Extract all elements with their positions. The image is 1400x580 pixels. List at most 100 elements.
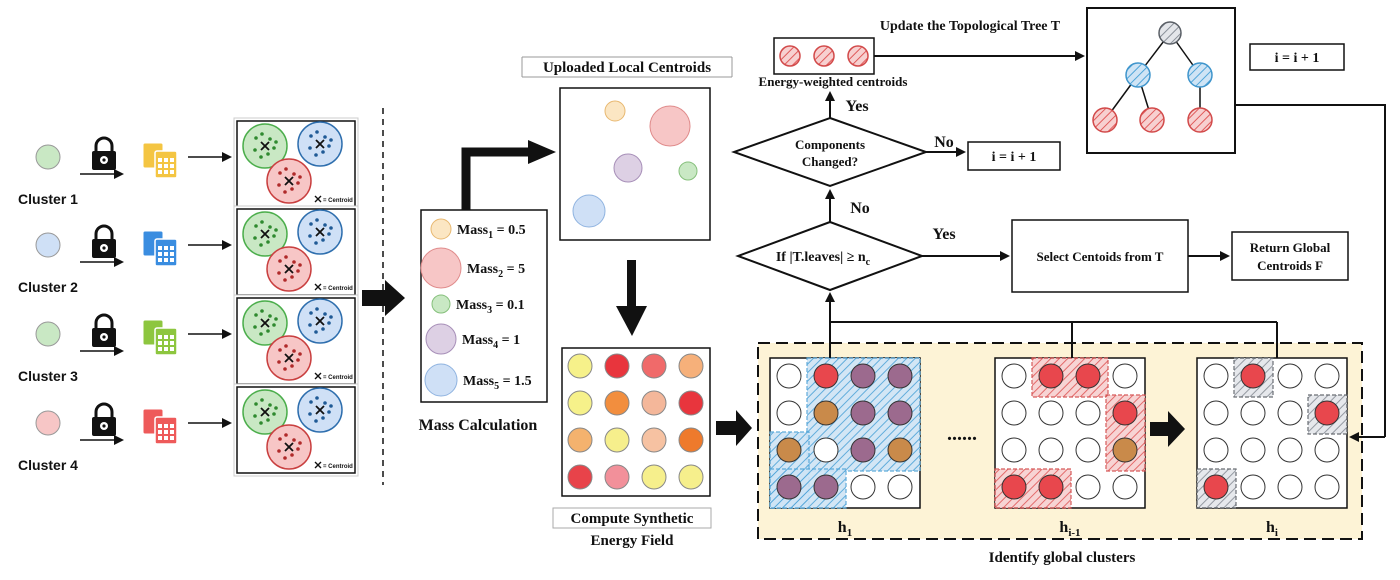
uploaded-title: Uploaded Local Centroids (543, 60, 711, 76)
energy-cell (567, 464, 593, 490)
mass-circle (430, 218, 452, 240)
uploaded-centroids (572, 100, 698, 228)
grid-node (813, 474, 839, 500)
energy-cell (641, 353, 667, 379)
lock-icon (92, 313, 116, 347)
grid-node (1240, 474, 1266, 500)
client-label: Cluster 1 (18, 191, 78, 207)
return-line2: Centroids F (1257, 258, 1323, 273)
energy-cell (678, 427, 704, 453)
grid-node (1314, 437, 1340, 463)
grid-node (1112, 363, 1138, 389)
client-dot (35, 321, 61, 347)
grid-node (1203, 363, 1229, 389)
grid-node (887, 400, 913, 426)
grid-node (1001, 474, 1027, 500)
no-label-2: No (850, 200, 870, 217)
grid-node (1112, 474, 1138, 500)
energy-cell (567, 390, 593, 416)
grid-node (1277, 474, 1303, 500)
client-label: Cluster 4 (18, 457, 78, 473)
increment-text-top: i = i + 1 (1275, 51, 1320, 66)
mass-label: Mass1 = 0.5 (457, 223, 526, 241)
grid-node (1277, 363, 1303, 389)
energy-cell (604, 464, 630, 490)
grid-node (850, 400, 876, 426)
mass-circle (431, 294, 451, 314)
grid-node (850, 474, 876, 500)
components-decision (731, 116, 929, 188)
grid-node (850, 363, 876, 389)
energy-cell (604, 390, 630, 416)
h-panel-label: hi (1266, 519, 1278, 539)
energy-cell (567, 353, 593, 379)
mass-label: Mass3 = 0.1 (456, 298, 525, 316)
centroid-legend: = Centroid (323, 464, 353, 470)
grid-node (776, 437, 802, 463)
lock-icon (92, 224, 116, 258)
grid-node (1112, 400, 1138, 426)
h-panel-label: hi-1 (1059, 519, 1080, 539)
topological-tree (1092, 21, 1213, 133)
grid-node (776, 400, 802, 426)
grid-node (1038, 474, 1064, 500)
grid-node (1075, 437, 1101, 463)
centroid-legend: = Centroid (323, 375, 353, 381)
grid-node (1001, 437, 1027, 463)
increment-text-mid: i = i + 1 (992, 150, 1037, 165)
grid-node (1203, 437, 1229, 463)
grid-node (1240, 437, 1266, 463)
h-panel: h1 (769, 357, 921, 539)
mass-circle (420, 247, 462, 289)
lock-icon (92, 402, 116, 436)
mass-circle (424, 363, 458, 397)
energy-cell (641, 427, 667, 453)
ellipsis: ...... (947, 423, 977, 445)
yes-label-1: Yes (845, 98, 868, 115)
energy-cell (641, 390, 667, 416)
grid-node (1203, 400, 1229, 426)
data-files-icon (142, 319, 178, 356)
update-tree-label: Update the Topological Tree T (880, 19, 1061, 34)
components-line1: Components (795, 137, 865, 152)
mass-circle (425, 323, 457, 355)
energy-title-line1: Compute Synthetic (571, 511, 694, 527)
grid-node (887, 363, 913, 389)
return-box (1231, 231, 1349, 281)
energy-cell (678, 353, 704, 379)
grid-node (1240, 400, 1266, 426)
hierarchy-panels: h1 hi-1 hi (769, 357, 1348, 539)
centroid-legend: = Centroid (323, 286, 353, 292)
client-label: Cluster 3 (18, 368, 78, 384)
components-line2: Changed? (802, 154, 858, 169)
increment-box-top (1249, 43, 1345, 71)
grid-node (1314, 363, 1340, 389)
lock-icon (92, 136, 116, 170)
client-row: Cluster 3 = Centroid (18, 294, 359, 388)
grid-node (1001, 363, 1027, 389)
grid-node (776, 363, 802, 389)
client-row: Cluster 4 = Centroid (18, 383, 359, 477)
grid-node (1038, 437, 1064, 463)
data-files-icon (142, 230, 178, 267)
grid-node (1112, 437, 1138, 463)
client-dot (35, 232, 61, 258)
arrow-to-mass-icon (362, 280, 405, 316)
client-dot (35, 144, 61, 170)
grid-node (1038, 400, 1064, 426)
grid-node (1240, 363, 1266, 389)
leaves-decision (735, 220, 925, 292)
grid-node (1001, 400, 1027, 426)
select-text: Select Centoids from T (1037, 249, 1164, 264)
grid-node (1075, 400, 1101, 426)
select-box (1011, 219, 1189, 293)
client-row: Cluster 2= Centroid (18, 205, 359, 299)
mass-label: Mass2 = 5 (467, 262, 525, 280)
data-files-icon (142, 142, 178, 179)
arrow-h-step-icon (1150, 411, 1185, 447)
grid-node (813, 363, 839, 389)
